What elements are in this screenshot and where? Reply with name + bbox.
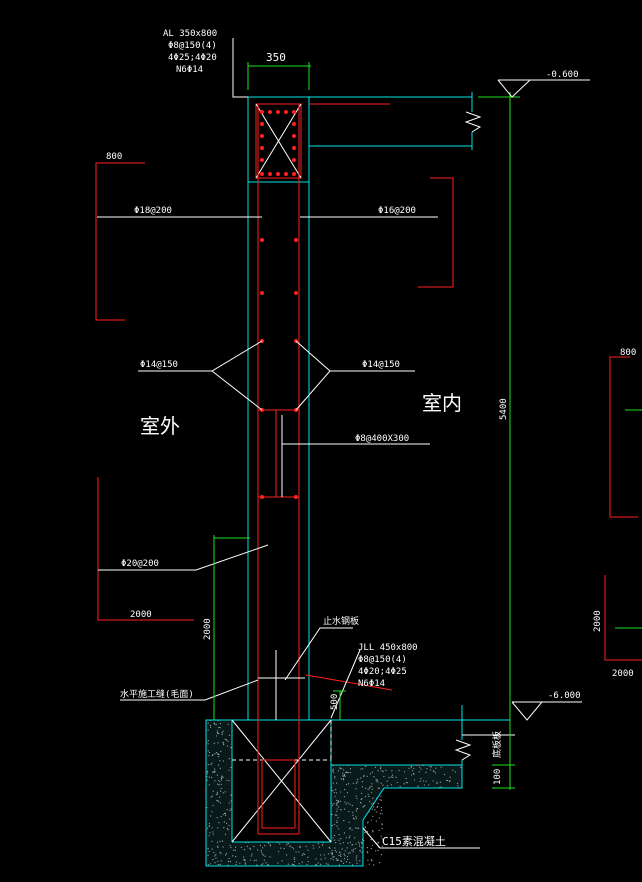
rebar-dot (276, 172, 280, 176)
dimension-lines (213, 62, 642, 790)
beam-al-side: N6Φ14 (176, 65, 203, 75)
dimension-brackets (95, 162, 642, 691)
label-inside: 室内 (422, 391, 462, 415)
beam-al-title: AL 350x800 (163, 29, 217, 39)
level-marker-top (497, 79, 590, 98)
beam-al-main: 4Φ25;4Φ20 (168, 53, 217, 63)
dim-height-5400: 5400 (499, 398, 509, 420)
rebar-dot (292, 146, 296, 150)
beam-jll-main: 4Φ20;4Φ25 (358, 667, 407, 677)
dim-800-left: 800 (106, 152, 122, 162)
rebar-dot (292, 158, 296, 162)
dim-800-right: 800 (620, 348, 636, 358)
rebar-left-mid: Φ14@150 (140, 360, 178, 370)
dim-2000-vertical: 2000 (203, 618, 213, 640)
construction-joint-label: 水平施工缝(毛面) (120, 688, 194, 700)
beam-jll-side: N6Φ14 (358, 679, 385, 689)
rebar-dot (292, 134, 296, 138)
dim-2000-right-bottom: 2000 (612, 669, 634, 679)
rebar-dot (284, 110, 288, 114)
rebar-dots (260, 110, 298, 499)
rebar-dot (294, 291, 298, 295)
dim-500: 500 (330, 694, 340, 710)
rebar-dot (292, 122, 296, 126)
tie-spec: Φ8@400X300 (355, 434, 409, 444)
rebar-right-top: Φ16@200 (378, 206, 416, 216)
rebar-dot (260, 495, 264, 499)
level-marker-bottom (511, 701, 582, 721)
rebar-dot (268, 110, 272, 114)
rebar-lines (257, 103, 390, 835)
rebar-dot (260, 158, 264, 162)
rebar-dot (260, 146, 264, 150)
beam-al-stirrup: Φ8@150(4) (168, 41, 217, 51)
rebar-dot (294, 495, 298, 499)
beam-jll-title: JLL 450x800 (358, 643, 418, 653)
floor-slab-label: 底板板 (491, 731, 503, 758)
level-top: -0.600 (546, 70, 579, 80)
rebar-dot (260, 110, 264, 114)
rebar-dot (292, 172, 296, 176)
rebar-dot (292, 110, 296, 114)
rebar-dot (260, 291, 264, 295)
dim-100: 100 (493, 769, 503, 785)
dim-2000-right-vertical: 2000 (593, 610, 603, 632)
rebar-dot (260, 172, 264, 176)
beam-jll-stirrup: Φ8@150(4) (358, 655, 407, 665)
rebar-dot (268, 172, 272, 176)
leader-lines (97, 38, 515, 849)
label-outside: 室外 (140, 414, 180, 438)
rebar-dot (284, 172, 288, 176)
concrete-speckle (205, 719, 462, 867)
rebar-left-top: Φ18@200 (134, 206, 172, 216)
rebar-dot (260, 238, 264, 242)
rebar-dot (294, 238, 298, 242)
dim-width-350: 350 (266, 51, 286, 64)
dim-2000-bottom-left: 2000 (130, 610, 152, 620)
rebar-dot (276, 110, 280, 114)
rebar-dot (260, 134, 264, 138)
concrete-label: C15素混凝土 (382, 834, 446, 848)
level-bottom: -6.000 (548, 691, 581, 701)
rebar-right-mid: Φ14@150 (362, 360, 400, 370)
rebar-left-low: Φ20@200 (121, 559, 159, 569)
waterstop-label: 止水钢板 (323, 615, 359, 627)
rebar-dot (260, 122, 264, 126)
